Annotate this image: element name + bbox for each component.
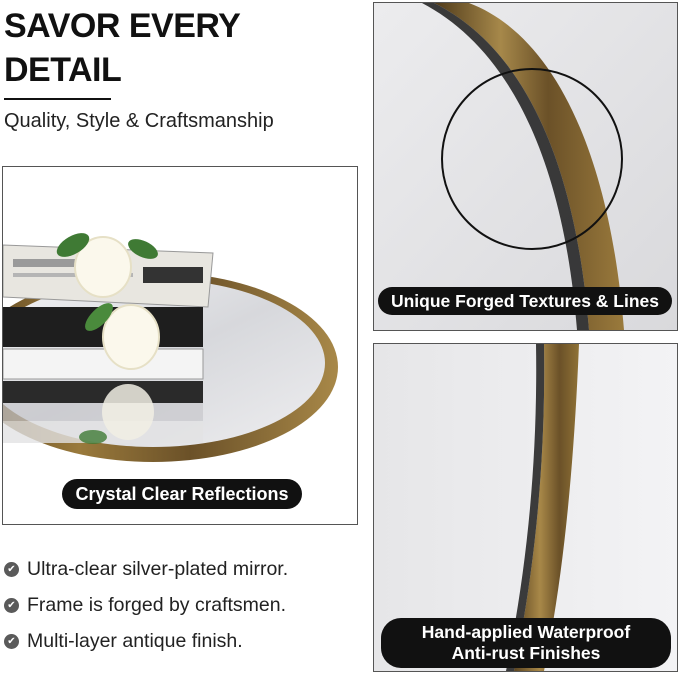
mirror-reflection-illustration [3, 167, 357, 524]
book-middle [3, 348, 204, 380]
feature-list: ✔ Ultra-clear silver-plated mirror. ✔ Fr… [4, 551, 288, 659]
caption-waterproof-line-2: Anti-rust Finishes [451, 643, 601, 663]
waterproof-finish-closeup [373, 343, 678, 672]
caption-forged-textures: Unique Forged Textures & Lines [378, 287, 672, 315]
headline: SAVOR EVERY DETAIL [4, 4, 241, 92]
feature-item: ✔ Frame is forged by craftsmen. [4, 587, 288, 623]
leaf [85, 303, 113, 331]
feature-text: Ultra-clear silver-plated mirror. [27, 557, 289, 580]
headline-line-1: SAVOR EVERY [4, 7, 241, 45]
magnifier-circle [441, 68, 623, 250]
forged-texture-illustration [374, 3, 677, 330]
flower [102, 304, 160, 370]
leaf [128, 239, 158, 259]
forged-texture-closeup [373, 2, 678, 331]
check-circle-icon: ✔ [4, 597, 19, 613]
caption-crystal-clear: Crystal Clear Reflections [62, 479, 302, 509]
check-circle-icon: ✔ [4, 561, 19, 577]
feature-item: ✔ Ultra-clear silver-plated mirror. [4, 551, 288, 587]
caption-waterproof-line-1: Hand-applied Waterproof [421, 622, 631, 642]
feature-text: Multi-layer antique finish. [27, 629, 243, 652]
headline-underline [4, 98, 111, 100]
check-circle-icon: ✔ [4, 633, 19, 649]
book-bottom [3, 381, 203, 403]
waterproof-finish-illustration [374, 344, 677, 671]
mirror-reflection-photo [2, 166, 358, 525]
feature-text: Frame is forged by craftsmen. [27, 593, 287, 616]
flower-reflection [102, 384, 154, 440]
frame-edge [514, 344, 579, 671]
flower [74, 236, 132, 298]
subtitle: Quality, Style & Craftsmanship [4, 110, 274, 132]
feature-item: ✔ Multi-layer antique finish. [4, 623, 288, 659]
caption-waterproof: Hand-applied Waterproof Anti-rust Finish… [381, 618, 671, 668]
headline-line-2: DETAIL [4, 51, 122, 89]
leaf [79, 430, 107, 444]
leaf [56, 233, 90, 257]
